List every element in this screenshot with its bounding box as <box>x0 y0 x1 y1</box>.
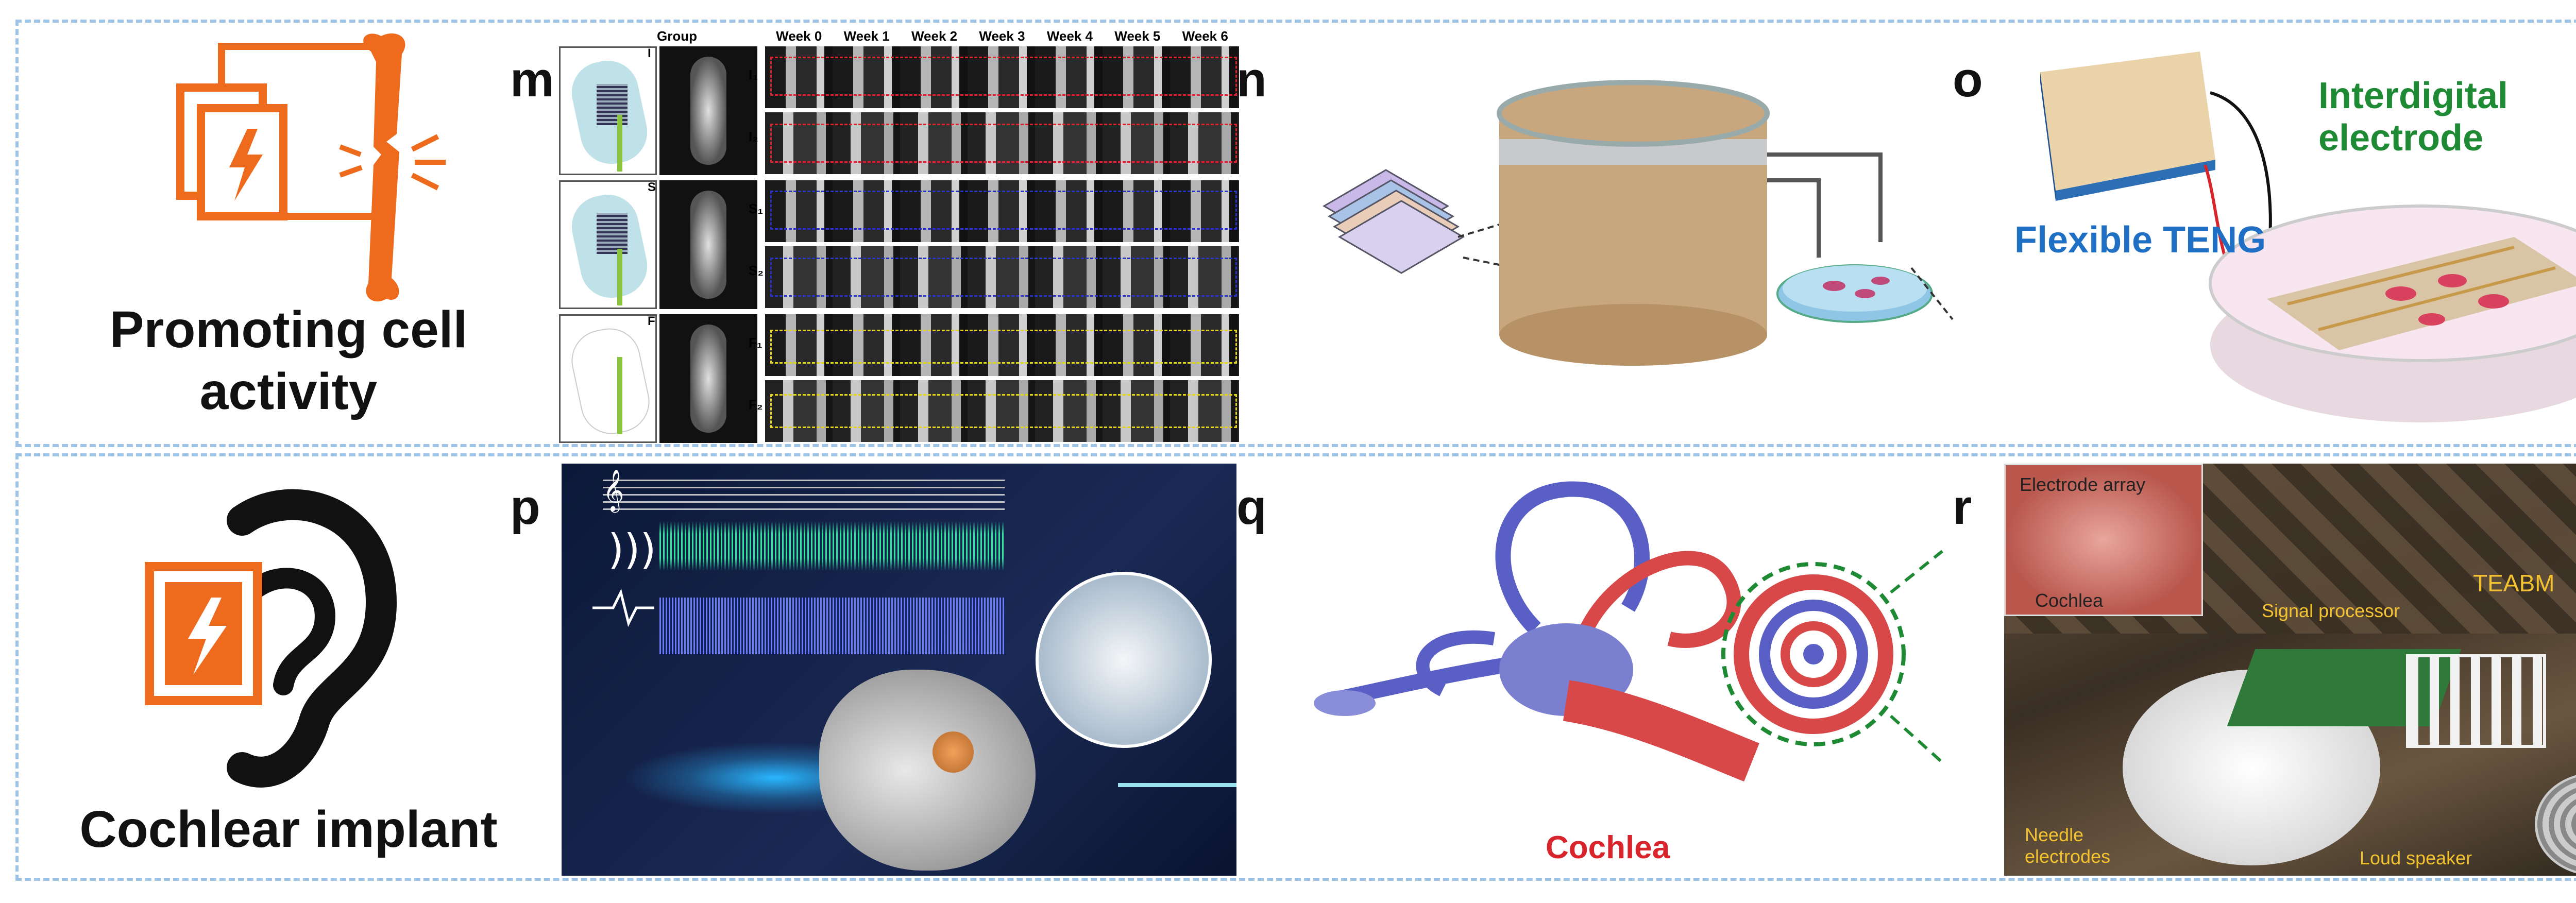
panel-letter-r: r <box>1953 480 1972 535</box>
group-header: Group <box>657 28 697 44</box>
panel-m-figure: Group Week 0 Week 1 Week 2 Week 3 Week 4… <box>559 28 1239 446</box>
panel-letter-n: n <box>1236 52 1267 107</box>
group-block-S: S S₁ S₂ <box>559 180 1239 309</box>
label-needle-electrodes: Needle electrodes <box>2025 824 2110 867</box>
bone-stimulation-icon <box>176 33 446 302</box>
label-interdigital-electrode: Interdigital electrode <box>2318 75 2509 159</box>
category-line-2: activity <box>199 363 378 420</box>
row-label: S₂ <box>749 263 764 278</box>
panel-n-illustration <box>1323 80 1954 366</box>
roi-box <box>770 191 1237 230</box>
ear-anatomy <box>819 670 1036 871</box>
audio-waveform-green <box>659 515 1005 577</box>
group-code: S <box>648 180 656 194</box>
panel-p-illustration: 𝄞 ))) <box>562 464 1236 876</box>
implant-diagram <box>559 180 657 309</box>
label-needle-line-2: electrodes <box>2025 846 2111 867</box>
roi-box <box>770 124 1237 163</box>
xray-whole <box>659 314 757 443</box>
blue-wave-glow <box>623 742 840 814</box>
panel-r-photo: Electrode array Cochlea Signal processor… <box>2004 464 2576 876</box>
sound-icon: ))) <box>608 525 656 573</box>
week-label: Week 3 <box>979 28 1025 44</box>
cochlea-caption: Cochlea <box>1546 830 1670 865</box>
treble-clef-icon: 𝄞 <box>603 469 624 511</box>
signal-line <box>1118 783 1236 787</box>
label-teabm: TEABM <box>2473 570 2555 597</box>
label-electrode-array: Electrode array <box>2020 474 2146 495</box>
cochlea-spiral-icon <box>933 731 974 773</box>
music-staff <box>603 474 1005 510</box>
cylinder-device-icon <box>1497 80 1770 366</box>
label-loud-speaker: Loud speaker <box>2360 847 2472 868</box>
row-2-border <box>15 453 2576 881</box>
row-1-border <box>15 20 2576 447</box>
cochlea-spiral-icon <box>1734 574 1893 734</box>
xray-strip <box>765 112 1239 174</box>
week-header-row: Week 0 Week 1 Week 2 Week 3 Week 4 Week … <box>765 28 1239 44</box>
row-label: I₂ <box>749 129 758 144</box>
loud-speaker-icon <box>2535 773 2576 876</box>
row-label: S₁ <box>749 201 764 216</box>
group-code: F <box>648 314 655 328</box>
pulse-icon <box>592 587 654 628</box>
label-cochlea: Cochlea <box>2035 590 2104 611</box>
group-block-I: I I₁ I₂ <box>559 46 1239 175</box>
week-label: Week 2 <box>911 28 958 44</box>
category-line-1: Promoting cell <box>109 301 468 359</box>
row-label: F₂ <box>749 397 763 412</box>
panel-letter-p: p <box>510 480 540 535</box>
week-label: Week 5 <box>1114 28 1161 44</box>
week-label: Week 0 <box>776 28 822 44</box>
week-label: Week 1 <box>843 28 890 44</box>
xray-strip <box>765 246 1239 308</box>
group-block-F: F F₁ F₂ <box>559 314 1239 443</box>
row-label: I₁ <box>749 67 758 82</box>
roi-box <box>770 330 1237 364</box>
row-label: F₁ <box>749 335 762 350</box>
panel-q-inner-ear <box>1314 481 1944 782</box>
audio-waveform-blue <box>659 598 1005 654</box>
flexible-teng-icon <box>2040 52 2215 201</box>
panel-o-illustration <box>2040 52 2576 422</box>
xray-strip <box>765 314 1239 376</box>
xray-whole <box>659 180 757 309</box>
group-code: I <box>648 46 651 60</box>
week-label: Week 6 <box>1182 28 1228 44</box>
label-needle-line-1: Needle <box>2025 824 2084 845</box>
inset-photo <box>2004 464 2203 616</box>
label-signal-processor: Signal processor <box>2262 600 2400 621</box>
xray-strip <box>765 380 1239 442</box>
category-title-promoting: Promoting cell activity <box>41 299 536 422</box>
panel-letter-q: q <box>1236 480 1267 535</box>
petri-dish-icon <box>1776 264 1933 323</box>
week-label: Week 4 <box>1046 28 1093 44</box>
teabm-device <box>2406 654 2546 748</box>
roi-box <box>770 394 1237 428</box>
category-title-cochlear: Cochlear implant <box>79 800 498 858</box>
implant-diagram <box>559 314 657 443</box>
label-flexible-teng: Flexible TENG <box>2014 219 2266 261</box>
roi-box <box>770 57 1237 96</box>
panel-letter-o: o <box>1953 52 1983 107</box>
panel-letter-m: m <box>510 52 554 107</box>
roi-box <box>770 258 1237 297</box>
zoom-circle <box>1036 572 1212 748</box>
stacked-film-layers-icon <box>1323 169 1465 274</box>
implant-diagram <box>559 46 657 175</box>
vestibule-icon <box>1499 623 1759 782</box>
ear-implant-icon <box>145 489 397 788</box>
xray-whole <box>659 46 757 175</box>
culture-dish-icon <box>2209 205 2576 422</box>
